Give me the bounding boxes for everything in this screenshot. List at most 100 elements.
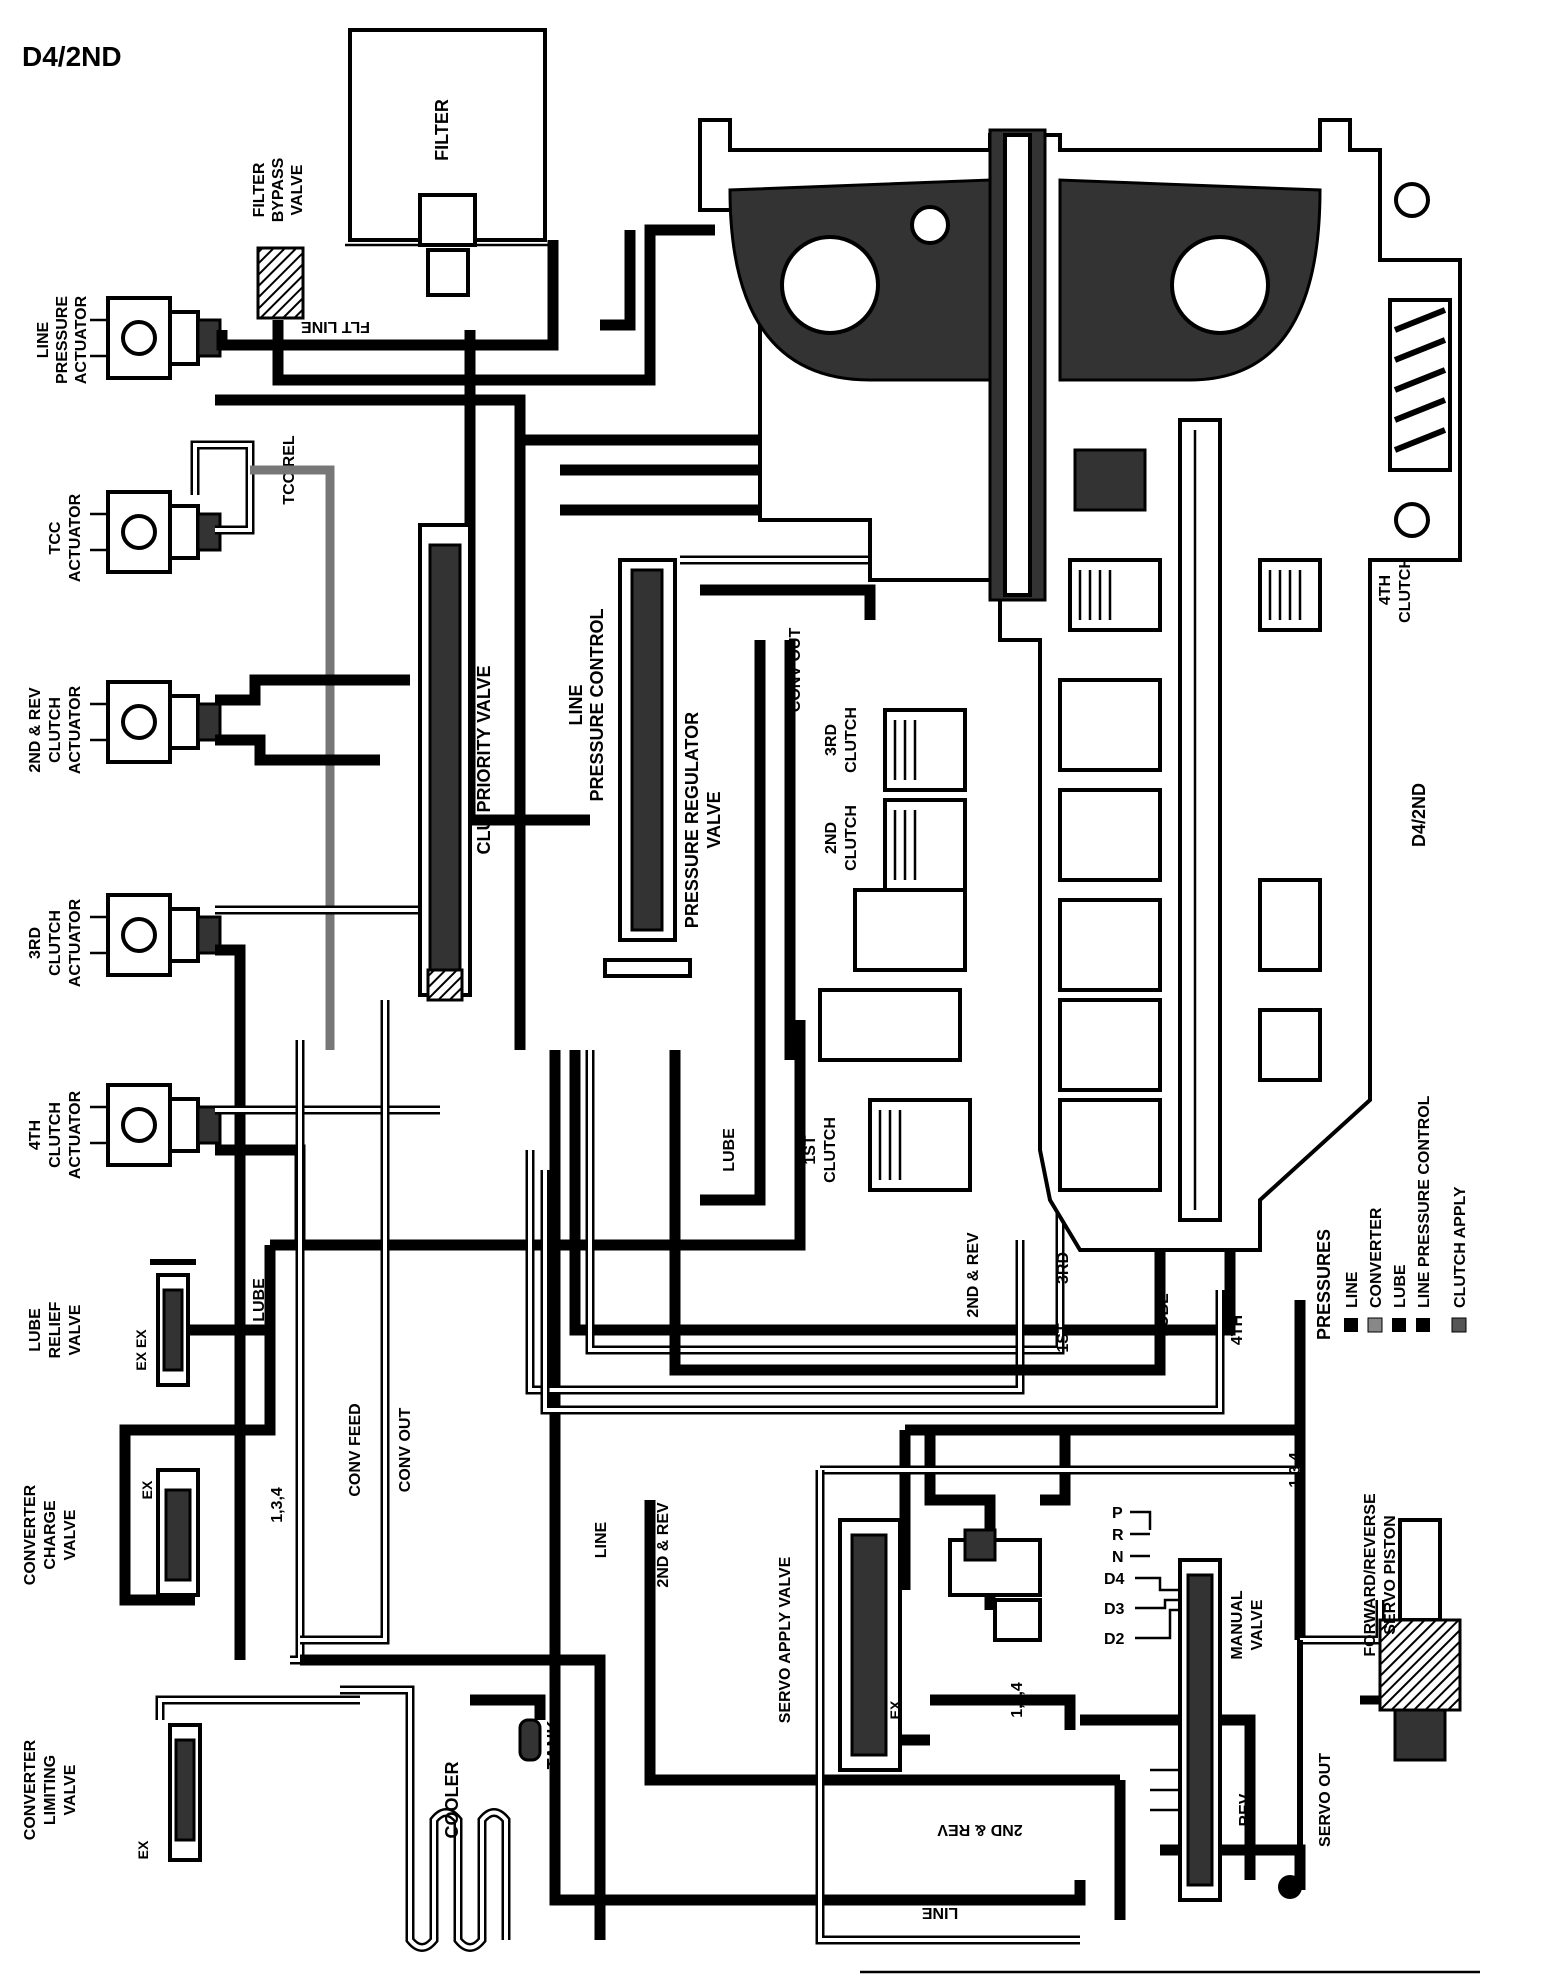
clu-priority-valve	[418, 523, 472, 1002]
clutch-pack-2nd-3rd	[818, 708, 972, 1192]
transmission-body	[698, 118, 1462, 1252]
filter-bypass-label-3: VALVE	[289, 164, 306, 215]
clutch-1st-label-1: 1ST	[802, 1135, 819, 1165]
position-r: R	[1112, 1527, 1124, 1544]
pressure-regulator-valve	[603, 558, 692, 978]
filter-bypass-valve: FILTER BYPASS VALVE	[251, 157, 306, 320]
legend-title: PRESSURES	[1314, 1229, 1334, 1340]
line-label-left: LINE	[593, 1521, 610, 1558]
clutch-3rd-label-1: 3RD	[823, 724, 840, 756]
pressure-regulator-label-1: PRESSURE REGULATOR	[682, 712, 702, 928]
fluid-lines	[119, 224, 1385, 1945]
line-label-bottom: LINE	[921, 1904, 958, 1921]
position-d4: D4	[1104, 1571, 1125, 1588]
forward-reverse-servo-piston	[1360, 1518, 1462, 1762]
clutch-1st-label-2: CLUTCH	[822, 1117, 839, 1183]
manual-valve-label-2: VALVE	[1249, 1599, 1266, 1650]
legend-swatch-clutch-apply	[1451, 1317, 1467, 1333]
converter-charge-valve	[156, 1468, 200, 1597]
line-pressure-actuator-label-1: LINE	[35, 321, 52, 358]
clutch-2nd-label-2: CLUTCH	[843, 805, 860, 871]
clutch-2nd-rev-actuator-label-3: ACTUATOR	[67, 685, 84, 774]
lube-relief-label-2: RELIEF	[47, 1301, 64, 1358]
line-pressure-actuator-label-3: ACTUATOR	[73, 295, 90, 384]
line-pressure-control-label-2: PRESSURE CONTROL	[587, 608, 607, 801]
lube-relief-valve	[150, 1259, 196, 1387]
clutch-4th-actuator	[90, 1083, 222, 1167]
line-pressure-actuator	[90, 296, 222, 380]
clu-priority-valve-label: CLU PRIORITY VALVE	[474, 665, 494, 854]
position-d2: D2	[1104, 1631, 1125, 1648]
shift-positions: P R N D4 D3 D2	[1104, 1505, 1180, 1648]
filter: FILTER	[345, 28, 550, 297]
legend-line-pressure-control: LINE PRESSURE CONTROL	[1416, 1095, 1433, 1308]
ex-ex-label: EX EX	[133, 1329, 149, 1371]
tcc-actuator	[90, 490, 222, 574]
converter-charge-label-2: CHARGE	[42, 1500, 59, 1570]
rev-label: REV	[1237, 1793, 1254, 1826]
tank	[518, 1718, 542, 1762]
legend-converter: CONVERTER	[1368, 1207, 1385, 1308]
servo-apply-valve	[838, 1518, 902, 1772]
servo-piston-label-2: SERVO PISTON	[1382, 1515, 1399, 1634]
clutch-2nd-rev-actuator-label-1: 2ND & REV	[27, 687, 44, 773]
code-134-left: 1,3,4	[269, 1487, 286, 1523]
clutch-2nd-label-1: 2ND	[823, 822, 840, 854]
position-d3: D3	[1104, 1601, 1125, 1618]
code-134-right: 1,3,4	[1287, 1452, 1304, 1488]
clutch-4th-actuator-label-2: CLUTCH	[47, 1102, 64, 1168]
side-title: D4/2ND	[1409, 783, 1429, 847]
flt-line-label: FLT LINE	[301, 318, 370, 335]
pressure-regulator-label-2: VALVE	[704, 791, 724, 848]
legend-lube: LUBE	[1392, 1264, 1409, 1308]
tag-4th-label: 4TH	[1229, 1315, 1246, 1345]
clutch-3rd-label-2: CLUTCH	[843, 707, 860, 773]
filter-label: FILTER	[432, 99, 452, 161]
clutch-3rd-actuator-label-3: ACTUATOR	[67, 898, 84, 987]
ex-label-limiting: EX	[135, 1840, 151, 1859]
servo-piston-label-1: FORWARD/REVERSE	[1362, 1493, 1379, 1657]
legend-swatch-line-pressure-control	[1416, 1318, 1430, 1332]
diagram-title: D4/2ND	[22, 41, 122, 72]
cooler	[405, 1770, 511, 1952]
conv-out-label-upper: CONV OUT	[787, 628, 804, 713]
rev-2nd-label-left: 2ND & REV	[655, 1502, 672, 1588]
clutch-3rd-actuator-label-2: CLUTCH	[47, 910, 64, 976]
converter-limiting-valve	[168, 1723, 202, 1862]
tag-3rd-label: 3RD	[1055, 1252, 1072, 1284]
legend-swatch-line	[1344, 1318, 1358, 1332]
servo-block	[948, 1528, 1042, 1642]
manual-valve-label-1: MANUAL	[1229, 1590, 1246, 1660]
legend-swatch-lube	[1392, 1318, 1406, 1332]
lube-relief-label-1: LUBE	[27, 1308, 44, 1352]
clutch-3rd-actuator-label-1: 3RD	[27, 927, 44, 959]
servo-apply-valve-label: SERVO APPLY VALVE	[777, 1556, 794, 1723]
legend-swatch-converter	[1367, 1317, 1383, 1333]
legend-line: LINE	[1344, 1271, 1361, 1308]
ex-label-charge: EX	[139, 1480, 155, 1499]
position-p: P	[1112, 1505, 1123, 1522]
lube-label-right: LUBE	[1155, 1293, 1172, 1337]
conv-feed-label: CONV FEED	[347, 1403, 364, 1496]
code-134-mid: 1,3,4	[1009, 1682, 1026, 1718]
clutch-2nd-rev-actuator-label-2: CLUTCH	[47, 697, 64, 763]
clutch-2nd-rev-actuator	[90, 680, 222, 764]
clutch-4th-label-2: CLUTCH	[1397, 557, 1414, 623]
ex-label-servo: EX	[887, 1700, 903, 1719]
conv-out-label: CONV OUT	[397, 1408, 414, 1493]
converter-limiting-label-2: LIMITING	[42, 1755, 59, 1825]
rev-2nd-label-bottom: 2ND & REV	[937, 1821, 1023, 1838]
tag-1st-label: 1ST	[1055, 1323, 1072, 1353]
clutch-4th-actuator-label-1: 4TH	[27, 1120, 44, 1150]
position-n: N	[1112, 1549, 1124, 1566]
tcc-actuator-label-1: TCC	[47, 521, 64, 554]
servo-out-label: SERVO OUT	[1317, 1753, 1334, 1847]
tcc-actuator-label-2: ACTUATOR	[67, 493, 84, 582]
lube-label-left: LUBE	[251, 1278, 268, 1322]
rev-2nd-label-mid: 2ND & REV	[965, 1232, 982, 1318]
converter-limiting-label-3: VALVE	[62, 1764, 79, 1815]
cooler-label: COOLER	[442, 1761, 462, 1838]
clutch-4th-label-1: 4TH	[1377, 575, 1394, 605]
pressure-legend: PRESSURES LINE CONVERTER LUBE LINE PRESS…	[1314, 1095, 1469, 1340]
